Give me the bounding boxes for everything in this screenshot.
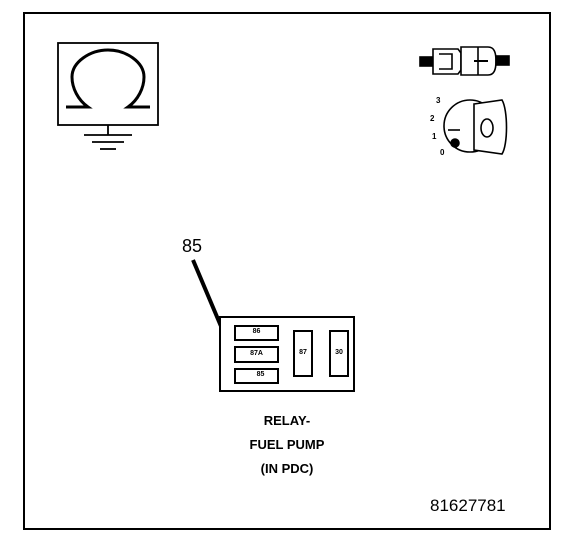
terminal-label-87: 87 [299,349,307,356]
terminal-30-box [329,330,349,377]
relay-caption-line-1: RELAY- [263,413,311,428]
terminal-86-box [234,325,279,341]
terminal-label-87a: 87A [250,350,263,357]
terminal-85-box [234,368,279,384]
ignition-position-2: 2 [430,114,435,123]
relay-caption-line-3: (IN PDC) [260,461,314,476]
ignition-position-1: 1 [432,132,437,141]
ignition-position-0: 0 [440,148,445,157]
terminal-87a-box [234,346,279,363]
ignition-key-icon [443,99,508,155]
relay-caption-line-2: FUEL PUMP [249,437,325,452]
relay-body [219,316,355,392]
terminal-label-86: 86 [252,328,261,335]
ohmmeter-ground-icon [57,42,159,150]
ignition-position-3: 3 [436,96,441,105]
terminal-label-30: 30 [335,349,343,356]
callout-label-85: 85 [182,236,203,256]
terminal-87-box [293,330,313,377]
figure-id: 81627781 [430,496,506,515]
connector-icon [419,46,510,76]
diagram-frame [23,12,551,530]
terminal-label-85: 85 [256,371,265,378]
